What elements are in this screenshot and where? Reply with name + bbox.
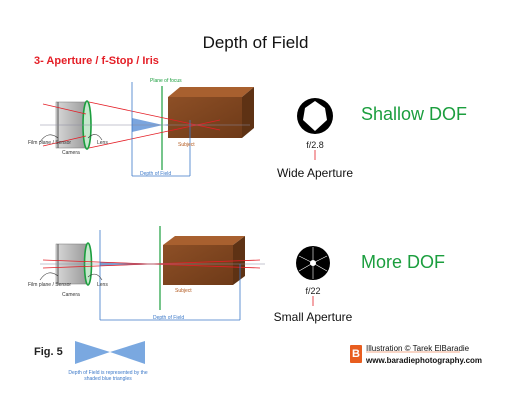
- f-number-small: f/22: [305, 286, 321, 296]
- top-diagram: [39, 82, 333, 177]
- lens-label: Lens: [97, 282, 108, 288]
- subject-box-top: [163, 236, 245, 245]
- lens-label: Lens: [97, 140, 108, 146]
- f-number-wide: f/2.8: [306, 140, 324, 150]
- subject-box-front: [168, 97, 242, 138]
- more-dof-label: More DOF: [361, 252, 446, 272]
- logo-letter: B: [352, 348, 360, 360]
- shallow-dof-label: Shallow DOF: [361, 104, 468, 124]
- plane-of-focus-label: Plane of focus: [150, 78, 182, 84]
- wide-aperture-label: Wide Aperture: [276, 166, 354, 180]
- film-plane-label: Film plane / Sensor: [28, 282, 72, 288]
- camera-label: Camera: [62, 150, 80, 156]
- ray-lower: [42, 135, 87, 147]
- bottom-diagram: [39, 226, 330, 321]
- dof-label: Depth of Field: [140, 171, 172, 177]
- film-plane-label: Film plane / Sensor: [28, 140, 72, 146]
- film-arrow: [39, 134, 59, 143]
- legend: [75, 341, 145, 364]
- subject-label: Subject: [175, 288, 192, 294]
- credit-text: Illustration © Tarek ElBaradie: [366, 344, 470, 353]
- website-link[interactable]: www.baradiephotography.com: [366, 356, 483, 365]
- ray-lower-front: [88, 119, 221, 149]
- lens-arrow: [87, 134, 103, 141]
- dof-label: Depth of Field: [153, 315, 185, 321]
- subject-box-top: [168, 87, 254, 97]
- lens-arrow: [87, 273, 103, 281]
- subject-label: Subject: [178, 142, 195, 148]
- legend-bowtie-right: [110, 341, 145, 364]
- ray-upper: [42, 103, 87, 115]
- legend-caption: Depth of Field is represented by the sha…: [68, 370, 148, 382]
- ray-upper-front: [88, 101, 221, 131]
- camera-label: Camera: [62, 292, 80, 298]
- logo-box: [350, 345, 362, 363]
- iris-blade-lines: [298, 247, 328, 279]
- figure-label: Fig. 5: [34, 346, 63, 358]
- iris-wide-opening: [303, 101, 327, 131]
- film-arrow: [39, 272, 59, 281]
- section-heading: 3- Aperture / f-Stop / Iris: [34, 55, 159, 67]
- legend-bowtie-left: [75, 341, 110, 364]
- small-aperture-label: Small Aperture: [273, 310, 353, 324]
- page-title: Depth of Field: [202, 33, 309, 52]
